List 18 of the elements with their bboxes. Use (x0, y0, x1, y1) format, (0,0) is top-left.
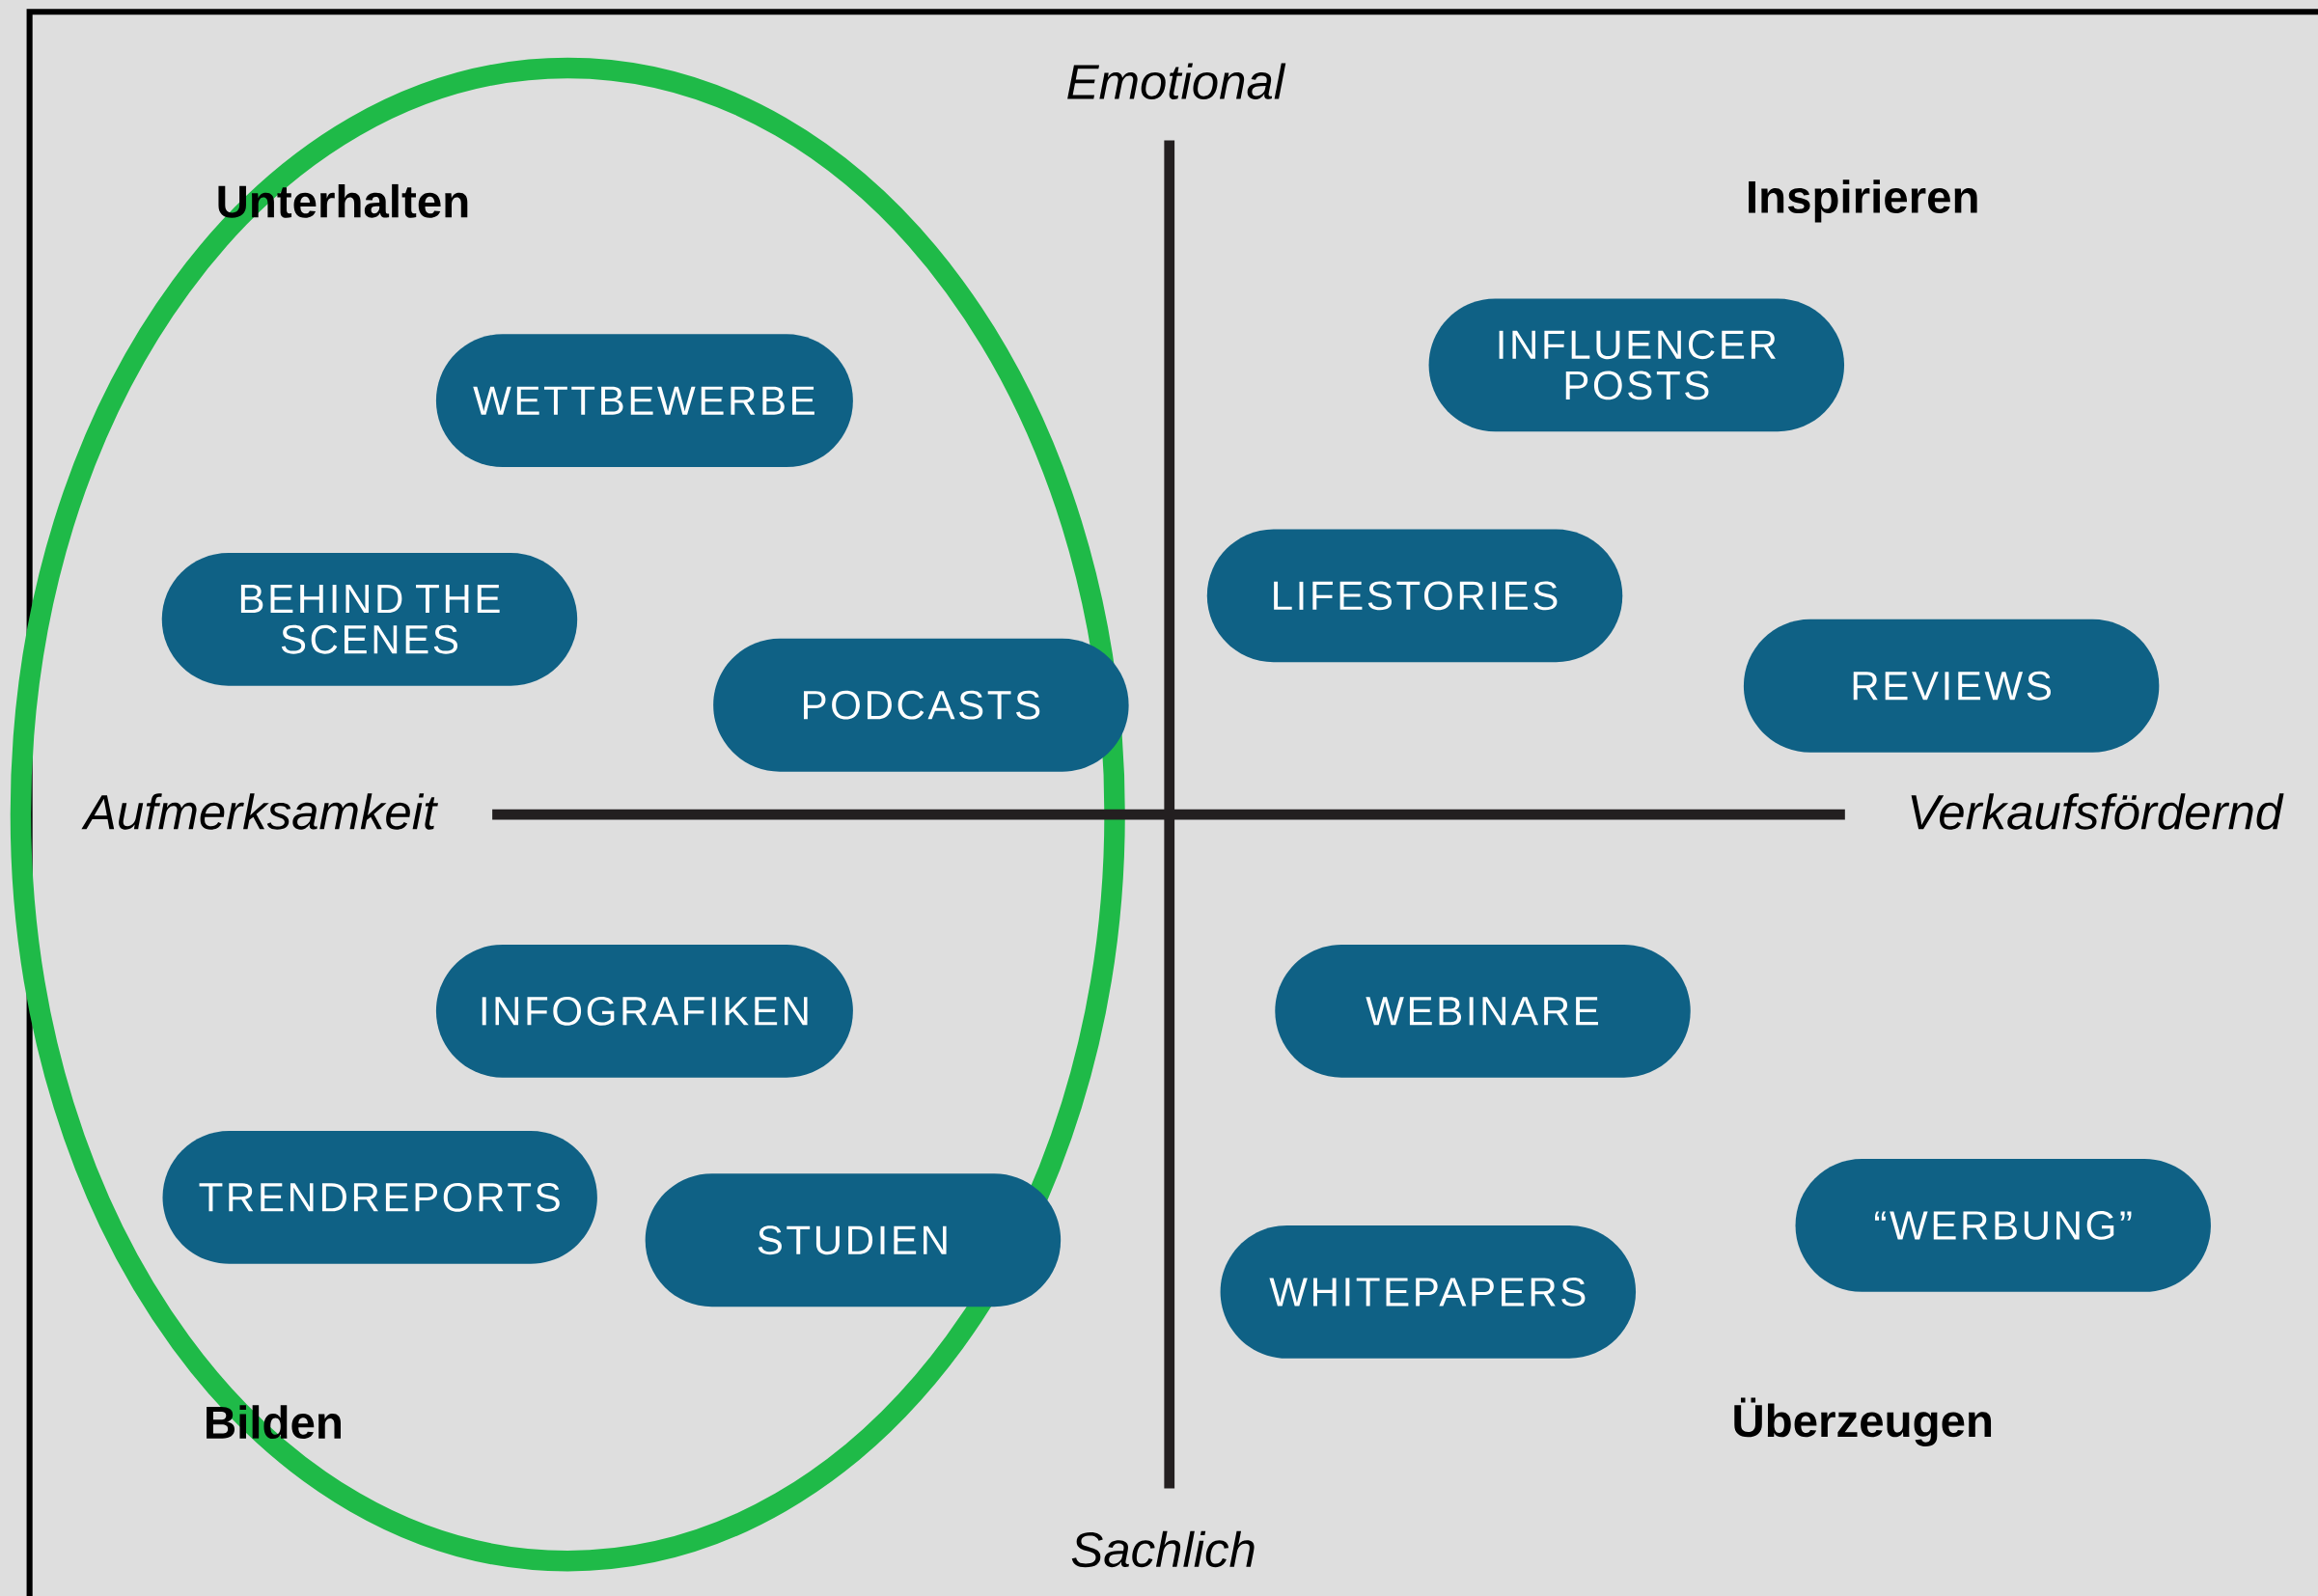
quadrant-heading: Inspirieren (1749, 179, 1977, 223)
pill-box: LIFESTORIES (1206, 529, 1623, 663)
pill-box: WETTBEWERBE (435, 334, 853, 467)
axis-label: Aufmerksamkeit (81, 793, 438, 830)
pill-box: BEHIND THE SCENES (161, 552, 578, 686)
quadrant-heading: Überzeugen (1734, 1397, 1992, 1446)
axis-label: Emotional (1067, 63, 1286, 99)
axis-label: Sachlich (1071, 1530, 1255, 1567)
pill-box: TRENDREPORTS (162, 1130, 597, 1264)
pill-box: INFLUENCER POSTS (1428, 298, 1845, 432)
pill-box: INFOGRAFIKEN (435, 944, 853, 1078)
axis-label: Verkaufsfördernd (1911, 793, 2284, 830)
pill-box: WEBINARE (1275, 944, 1691, 1078)
pill-box: “WERBUNG” (1795, 1158, 2211, 1292)
pill-box: REVIEWS (1743, 619, 2160, 753)
pill-box: STUDIEN (645, 1173, 1062, 1307)
pill-box: WHITEPAPERS (1220, 1225, 1637, 1359)
pill-box: PODCASTS (713, 638, 1129, 772)
